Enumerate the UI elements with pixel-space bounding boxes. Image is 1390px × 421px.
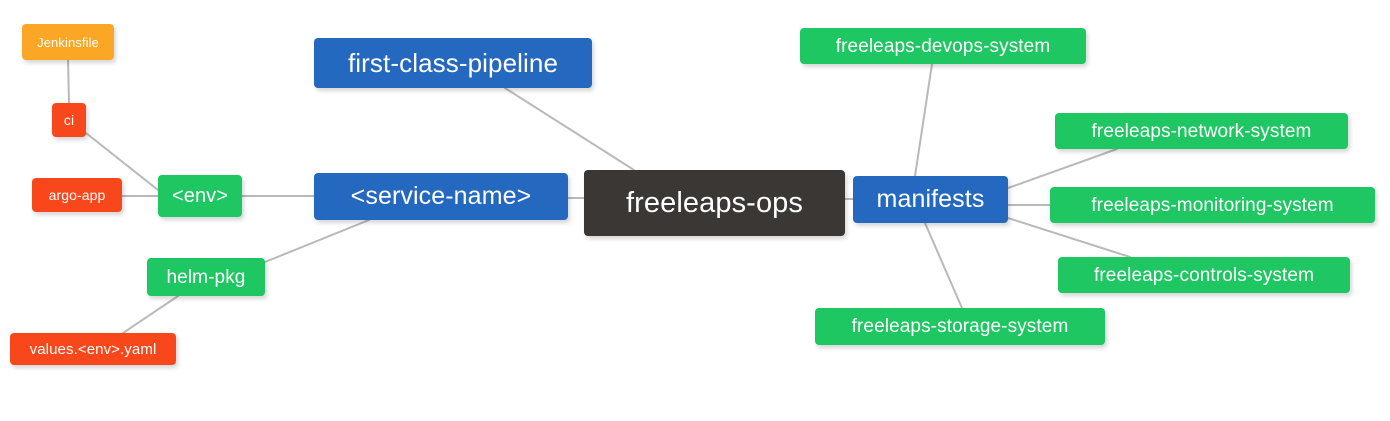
node-label-manifests: manifests [876, 185, 985, 213]
node-freeleaps-ops[interactable]: freeleaps-ops [584, 170, 845, 236]
node-label-ci: ci [63, 112, 75, 128]
edge-values-env-yaml-to-helm-pkg [122, 295, 179, 334]
node-argo-app[interactable]: argo-app [32, 178, 122, 212]
node-env[interactable]: <env> [158, 175, 242, 217]
node-label-freeleaps-network-system: freeleaps-network-system [1091, 120, 1312, 142]
edge-manifests-to-freeleaps-controls-system [1007, 217, 1131, 258]
node-values-env-yaml[interactable]: values.<env>.yaml [10, 333, 176, 365]
edge-manifests-to-freeleaps-storage-system [924, 222, 963, 309]
node-label-freeleaps-controls-system: freeleaps-controls-system [1093, 264, 1315, 286]
node-freeleaps-devops-system[interactable]: freeleaps-devops-system [800, 28, 1086, 64]
node-helm-pkg[interactable]: helm-pkg [147, 258, 265, 296]
node-label-first-class-pipeline: first-class-pipeline [347, 48, 559, 78]
node-label-freeleaps-devops-system: freeleaps-devops-system [835, 35, 1051, 57]
node-label-service-name: <service-name> [350, 182, 532, 210]
edge-helm-pkg-to-service-name [264, 219, 370, 263]
edge-jenkinsfile-to-ci [67, 59, 70, 104]
edge-manifests-to-freeleaps-network-system [1007, 148, 1118, 189]
node-jenkinsfile[interactable]: Jenkinsfile [22, 24, 114, 60]
node-freeleaps-storage-system[interactable]: freeleaps-storage-system [815, 308, 1105, 345]
node-ci[interactable]: ci [52, 103, 86, 137]
node-first-class-pipeline[interactable]: first-class-pipeline [314, 38, 592, 88]
node-freeleaps-controls-system[interactable]: freeleaps-controls-system [1058, 257, 1350, 293]
node-label-jenkinsfile: Jenkinsfile [37, 34, 99, 50]
edge-first-class-pipeline-to-freeleaps-ops [504, 87, 635, 171]
node-label-argo-app: argo-app [48, 187, 106, 203]
node-freeleaps-network-system[interactable]: freeleaps-network-system [1055, 113, 1348, 149]
edge-manifests-to-freeleaps-devops-system [914, 63, 933, 177]
node-label-helm-pkg: helm-pkg [166, 266, 246, 288]
node-freeleaps-monitoring-system[interactable]: freeleaps-monitoring-system [1050, 187, 1375, 223]
node-label-freeleaps-monitoring-system: freeleaps-monitoring-system [1091, 194, 1334, 216]
node-label-env: <env> [171, 185, 229, 207]
node-label-values-env-yaml: values.<env>.yaml [29, 340, 157, 358]
node-service-name[interactable]: <service-name> [314, 173, 568, 220]
node-label-freeleaps-storage-system: freeleaps-storage-system [851, 316, 1069, 337]
node-manifests[interactable]: manifests [853, 176, 1008, 223]
node-label-freeleaps-ops: freeleaps-ops [625, 186, 803, 219]
